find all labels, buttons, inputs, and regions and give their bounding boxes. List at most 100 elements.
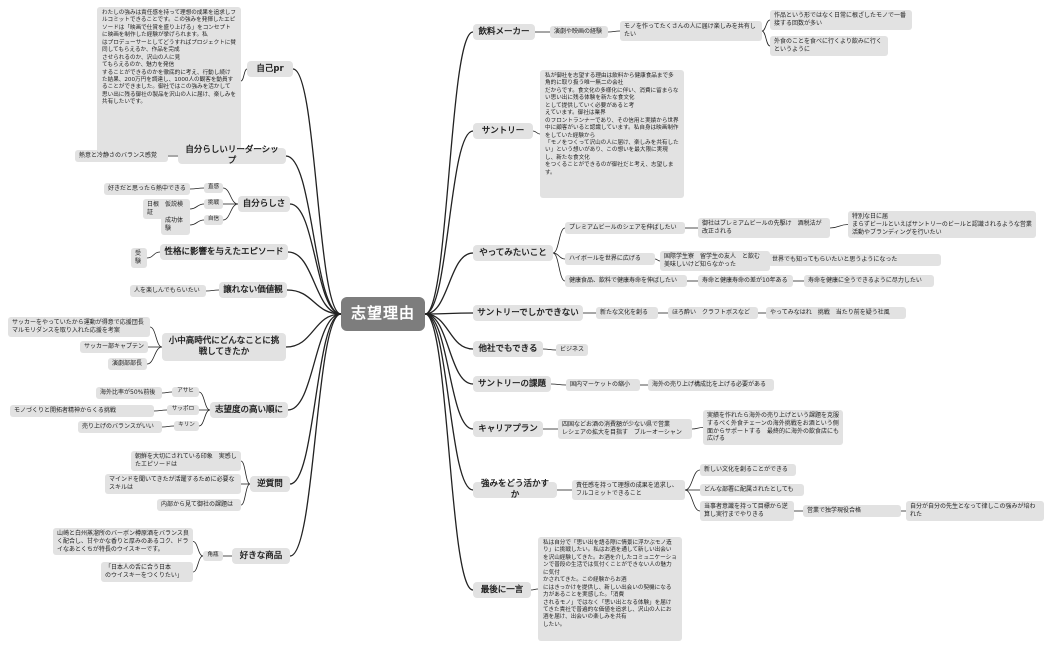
issue-overseas-ratio[interactable]: 海外の売り上げ構成比を上げる必要がある <box>648 379 774 391</box>
try-highball-detail[interactable]: 国際学生寮 留学生の友人 と飲む 美味しいけど知らなかった <box>660 251 770 271</box>
topic-suntory[interactable]: サントリー <box>473 123 533 139</box>
connector-drink-maker-desire-to-drink-maker-reason-1 <box>761 19 771 32</box>
connector-topic-want-to-try-to-try-premium-beer <box>552 227 566 254</box>
drink-maker-experience[interactable]: 演劇や映画の経験 <box>550 26 608 38</box>
connector-strength-commit-to-strength-ownership <box>684 489 701 512</box>
personality-challenge[interactable]: 挑戦 <box>204 199 223 209</box>
personality-confidence[interactable]: 自信 <box>204 215 223 225</box>
connector-topic-school-challenges-to-challenge-cheer-leader <box>149 326 163 348</box>
connector-central-topic-to-topic-only-suntory <box>424 312 474 315</box>
try-premium-beer-goal[interactable]: 特別な日に届 まらずビールといえばサントリーのビールと認識されるような営業活動や… <box>848 211 1036 239</box>
drink-maker-desire[interactable]: モノを作ってたくさんの人に届け楽しみを共有したい <box>620 21 762 41</box>
connector-central-topic-to-topic-use-strength <box>424 313 474 491</box>
connector-central-topic-to-topic-leadership <box>285 155 342 315</box>
topic-suntory-issue[interactable]: サントリーの課題 <box>473 376 551 392</box>
final-word-text[interactable]: 私は自分で「思い出を語る際に情景に浮かぶモノ造り」に挑戦したい。私はお酒を通して… <box>538 537 682 641</box>
connector-topic-suntory-issue-to-issue-domestic-market <box>550 383 567 386</box>
strength-any-department[interactable]: どんな部署に配属されたとしても <box>700 484 804 496</box>
connector-topic-final-word-to-final-word-text <box>530 588 539 591</box>
rank-asahi-reason[interactable]: 海外比率が50%前後 <box>96 387 162 399</box>
strength-origin[interactable]: 自分が自分の先生となって律しこの強みが培われた <box>906 501 1044 521</box>
personality-passion[interactable]: 好きだと思ったら熱中できる <box>104 183 190 195</box>
issue-domestic-market[interactable]: 国内マーケットの縮小 <box>566 379 640 391</box>
rank-kirin-reason[interactable]: 売り上げのバランスがいい <box>78 421 162 433</box>
drink-maker-reason-2[interactable]: 外食のことを食べに行くより飲みに行くというように <box>770 36 888 56</box>
connector-topic-school-challenges-to-challenge-drama-club <box>146 346 163 365</box>
try-highball-goal[interactable]: 世界でも知ってもらいたいと思うようになった <box>768 254 941 266</box>
connector-central-topic-to-topic-final-word <box>424 313 474 591</box>
values-entertain[interactable]: 人を楽しんでもらいたい <box>130 285 206 297</box>
connector-central-topic-to-topic-formative-episode <box>287 251 342 315</box>
favorite-description[interactable]: 山崎と白州蒸溜所のバーボン樽原酒をバランス良く配合し、甘やかな香りと厚みのあるコ… <box>53 528 193 556</box>
connector-rank-sapporo-to-rank-sapporo-reason <box>153 409 168 412</box>
other-companies-business[interactable]: ビジネス <box>556 344 588 356</box>
topic-self-pr[interactable]: 自己pr <box>247 61 293 77</box>
try-premium-beer-detail[interactable]: 御社はプレミアムビールの先駆け 酒税法が改正される <box>698 218 830 238</box>
topic-only-suntory[interactable]: サントリーでしかできない <box>473 305 583 321</box>
topic-drink-maker[interactable]: 飲料メーカー <box>473 24 535 40</box>
strength-self-study[interactable]: 営業で独学現役合格 <box>803 505 901 517</box>
episode-exam[interactable]: 受験 <box>131 248 147 268</box>
connector-personality-intuition-to-personality-passion <box>189 187 205 190</box>
connector-topic-want-to-try-to-try-health-food <box>552 252 566 282</box>
favorite-kakubin[interactable]: 角瓶 <box>203 551 223 561</box>
connector-central-topic-to-topic-suntory-issue <box>424 313 474 385</box>
career-plan-step-2[interactable]: 実績を作れたら海外の売り上げという課題を克服するべく外食チェーンの海外挑戦をお酒… <box>703 410 843 446</box>
connector-favorite-kakubin-to-favorite-description <box>192 541 204 557</box>
try-premium-beer[interactable]: プレミアムビールのシェアを伸ばしたい <box>565 222 685 234</box>
rank-kirin[interactable]: キリン <box>174 421 199 431</box>
strength-ownership[interactable]: 当事者意識を持って目標から逆算し実行までやりきる <box>700 501 794 521</box>
connector-central-topic-to-topic-drink-maker <box>424 31 474 315</box>
connector-central-topic-to-topic-suntory <box>424 130 474 315</box>
topic-reverse-questions[interactable]: 逆質問 <box>250 476 290 492</box>
topic-favorite-product[interactable]: 好きな商品 <box>232 548 290 564</box>
connector-topic-reverse-questions-to-reverse-question-1 <box>240 460 251 485</box>
leadership-balance[interactable]: 熱意と冷静さのバランス感覚 <box>75 150 168 162</box>
topic-leadership[interactable]: 自分らしいリーダーシップ <box>178 145 286 166</box>
connector-try-highball-to-try-highball-detail <box>654 258 661 262</box>
reverse-question-2[interactable]: マインドを聞いてきたが活躍するために必要なスキルは <box>105 474 241 494</box>
topic-school-challenges[interactable]: 小中高時代にどんなことに挑戦してきたか <box>162 333 286 361</box>
topic-personality[interactable]: 自分らしさ <box>238 196 290 212</box>
connector-topic-personality-to-personality-confidence <box>222 203 239 221</box>
reverse-question-3[interactable]: 内部から見て御社の課題は <box>157 499 241 511</box>
connector-career-plan-step-1-to-career-plan-step-2 <box>691 427 704 430</box>
reverse-question-1[interactable]: 朝鮮を大切にされている印象 実感したエピソードは <box>131 451 241 471</box>
topic-use-strength[interactable]: 強みをどう活かすか <box>473 479 557 500</box>
personality-hypothesis[interactable]: 日根 仮説検証 <box>143 199 190 219</box>
rank-sapporo[interactable]: サッポロ <box>167 405 199 415</box>
drink-maker-reason-1[interactable]: 作品という形ではなく日常に根ざしたモノで一番接する回数が多い <box>770 10 912 30</box>
topic-formative-episode[interactable]: 性格に影響を与えたエピソード <box>160 244 288 260</box>
topic-final-word[interactable]: 最後に一言 <box>473 582 531 598</box>
strength-commit[interactable]: 責任感を持って理想の成果を追求し、フルコミットできること <box>572 480 685 500</box>
topic-career-plan[interactable]: キャリアプラン <box>473 421 543 437</box>
rank-sapporo-reason[interactable]: モノづくりと開拓者精神からくる挑戦 <box>10 405 154 417</box>
connector-topic-reverse-questions-to-reverse-question-3 <box>240 483 251 506</box>
only-suntory-products[interactable]: ほろ酔い クラフトボスなど <box>668 307 758 319</box>
challenge-cheer-leader[interactable]: サッカーをやっていたから運動が得意で応援団長 マルモリダンスを取り入れた応援を考… <box>8 317 150 337</box>
topic-core-values[interactable]: 譲れない価値観 <box>219 282 287 298</box>
connector-central-topic-to-topic-core-values <box>286 289 342 315</box>
try-highball[interactable]: ハイボールを世界に広げる <box>565 253 655 265</box>
career-plan-step-1[interactable]: 四国などお酒の消費額が少ない県で営業 レシェアの拡大を目指す ブルーオーシャン <box>558 419 692 439</box>
favorite-quote[interactable]: 「日本人の舌に合う日本 のウイスキーをつくりたい」 <box>101 562 193 582</box>
rank-asahi[interactable]: アサヒ <box>172 387 199 397</box>
connector-topic-suntory-to-suntory-reason-text <box>532 130 541 135</box>
topic-preference-ranking[interactable]: 志望度の高い順に <box>210 402 288 418</box>
self-pr-text[interactable]: わたしの強みは責任感を持って理想の成果を追求しフルコミットできることです。この強… <box>97 7 241 155</box>
topic-want-to-try[interactable]: やってみたいこと <box>473 245 553 261</box>
try-health-food-detail[interactable]: 寿命と健康寿命の差が10年ある <box>698 275 793 287</box>
try-health-food[interactable]: 健康食品、飲料で健康寿命を伸ばしたい <box>565 275 687 287</box>
only-suntory-culture-trait[interactable]: やってみなはれ 挑戦 当たり前を疑う社風 <box>766 307 906 319</box>
suntory-reason-text[interactable]: 私が御社を志望する理由は飲料から健康食品まで多角的に取り扱う唯一無二の会社 だか… <box>540 70 684 198</box>
personality-intuition[interactable]: 直感 <box>204 183 223 193</box>
personality-success[interactable]: 成功体験 <box>161 215 190 235</box>
only-suntory-culture[interactable]: 新たな文化を創る <box>596 307 658 319</box>
challenge-drama-club[interactable]: 演劇部部長 <box>108 358 147 370</box>
central-topic[interactable]: 志望理由 <box>341 297 425 331</box>
connector-try-premium-beer-detail-to-try-premium-beer-goal <box>829 224 849 229</box>
challenge-soccer-captain[interactable]: サッカー部キャプテン <box>80 341 148 353</box>
try-health-food-goal[interactable]: 寿命を健康に全うできるように尽力したい <box>804 275 934 287</box>
topic-other-companies[interactable]: 他社でもできる <box>473 341 543 357</box>
strength-new-culture[interactable]: 新しい文化を創ることができる <box>700 464 796 476</box>
